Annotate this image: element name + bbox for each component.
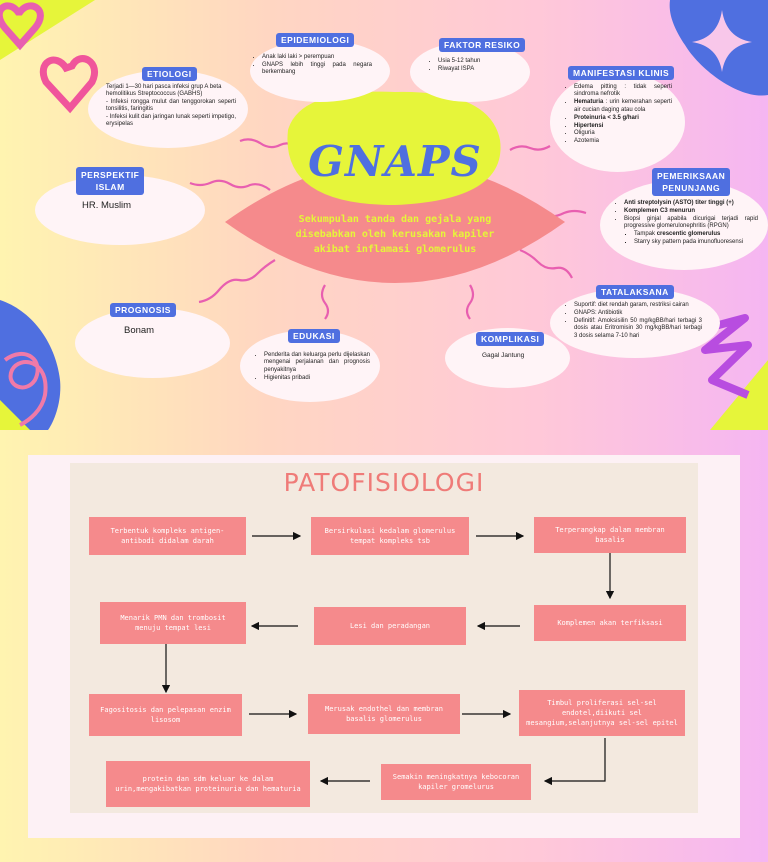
list-item: Edema pitting : tidak seperti sindroma n… (574, 84, 672, 99)
zigzag-icon (698, 314, 752, 399)
pato-step: protein dan sdm keluar ke dalam urin,men… (106, 761, 310, 807)
list-item: Anti streptolysin (ASTO) titer tinggi (+… (624, 200, 758, 207)
list-item: Oliguria (574, 130, 672, 137)
pato-step: Menarik PMN dan trombosit menuju tempat … (100, 602, 246, 644)
list-item: Proteinuria < 3.5 g/hari (574, 115, 672, 122)
tatalaksana-text: Suportif: diet rendah garam, restriksi c… (566, 302, 702, 341)
list-item: Azotemia (574, 138, 672, 145)
komplikasi-text: Gagal Jantung (482, 352, 525, 359)
heart-icon (40, 55, 98, 114)
pato-step: Timbul proliferasi sel-sel endotel,diiku… (519, 690, 685, 736)
list-item: Starry sky pattern pada imunofluoresensi (634, 239, 758, 246)
etiologi-line: - Infeksi rongga mulut dan tenggorokan s… (106, 98, 236, 113)
epidemiologi-text: Anak laki laki > perempuan GNAPS lebih t… (254, 54, 372, 77)
edukasi-text: Penderita dan keluarga perlu dijelaskan … (256, 352, 370, 383)
list-item: Usia 5-12 tahun (438, 58, 520, 65)
petal-faktor (410, 42, 530, 102)
list-item: Definitif: Amoksisilin 50 mg/kgBB/hari t… (574, 318, 702, 340)
petal-etiologi (88, 70, 248, 148)
petal-manifestasi (550, 72, 685, 172)
pato-step: Bersirkulasi kedalam glomerulus tempat k… (311, 517, 469, 555)
decorations (0, 0, 768, 430)
petal-epidemiologi (250, 40, 390, 102)
pato-step: Terbentuk kompleks antigen-antibodi dida… (89, 517, 246, 555)
sparkle-icon (692, 10, 752, 72)
list-item: GNAPS lebih tinggi pada negara berkemban… (262, 62, 372, 77)
petal-prognosis (75, 308, 230, 378)
faktor-resiko-tag: FAKTOR RESIKO (439, 38, 526, 52)
etiologi-line: Terjadi 1—30 hari pasca infeksi grup A b… (106, 84, 222, 98)
pato-step: Komplemen akan terfiksasi (534, 605, 686, 641)
edukasi-tag: EDUKASI (288, 329, 340, 343)
flow-arrow (543, 738, 606, 786)
etiologi-text: Terjadi 1—30 hari pasca infeksi grup A b… (106, 84, 236, 128)
title-shape (287, 91, 501, 205)
etiologi-line: - Infeksi kulit dan jaringan lunak seper… (106, 113, 236, 128)
pato-step: Merusak endothel dan membran basalis glo… (308, 694, 460, 734)
tatalaksana-tag: TATALAKSANA (596, 285, 674, 299)
list-item: Penderita dan keluarga perlu dijelaskan … (264, 352, 370, 374)
definition-shape (225, 161, 565, 283)
list-item: Riwayat ISPA (438, 66, 520, 73)
list-item: Anak laki laki > perempuan (262, 54, 372, 61)
pato-step: Terperangkap dalam membran basalis (534, 517, 686, 553)
heart-icon (0, 2, 44, 51)
etiologi-tag: ETIOLOGI (142, 67, 197, 81)
list-item: Suportif: diet rendah garam, restriksi c… (574, 302, 702, 309)
swirl-icon (3, 352, 48, 427)
list-item: GNAPS: Antibiotik (574, 310, 702, 317)
faktor-resiko-text: Usia 5-12 tahun Riwayat ISPA (430, 58, 520, 74)
prognosis-text: Bonam (124, 325, 155, 336)
pemeriksaan-tag: PEMERIKSAAN PENUNJANG (652, 168, 731, 196)
perspektif-tag: PERSPEKTIF ISLAM (76, 167, 145, 195)
pato-step: Lesi dan peradangan (314, 607, 466, 645)
main-title: GNAPS (308, 137, 482, 186)
komplikasi-tag: KOMPLIKASI (476, 332, 545, 346)
petal-tatalaksana (550, 288, 720, 358)
list-item: Hematuria : urin kemerahan seperti air c… (574, 99, 672, 114)
manifestasi-text: Edema pitting : tidak seperti sindroma n… (566, 84, 672, 146)
pemeriksaan-text: Anti streptolysin (ASTO) titer tinggi (+… (616, 200, 758, 246)
flow-arrows (161, 531, 615, 786)
list-item: Tampak crescentic glomerulus (634, 231, 758, 238)
list-item: Biopsi ginjal apabila dicurigai terjadi … (624, 216, 758, 246)
list-item: Higienitas pribadi (264, 375, 370, 382)
perspektif-text: HR. Muslim (82, 200, 132, 211)
pato-step: Semakin meningkatnya kebocoran kapiler g… (381, 764, 531, 800)
definition-text: Sekumpulan tanda dan gejala yang disebab… (295, 214, 495, 255)
pato-step: Fagositosis dan pelepasan enzim lisosom (89, 694, 242, 736)
manifestasi-tag: MANIFESTASI KLINIS (568, 66, 675, 80)
prognosis-tag: PROGNOSIS (110, 303, 176, 317)
epidemiologi-tag: EPIDEMIOLOGI (276, 33, 355, 47)
list-item: Komplemen C3 menurun (624, 208, 758, 215)
patofisiologi-title: PATOFISIOLOGI (283, 468, 485, 497)
list-item: Hipertensi (574, 123, 672, 130)
